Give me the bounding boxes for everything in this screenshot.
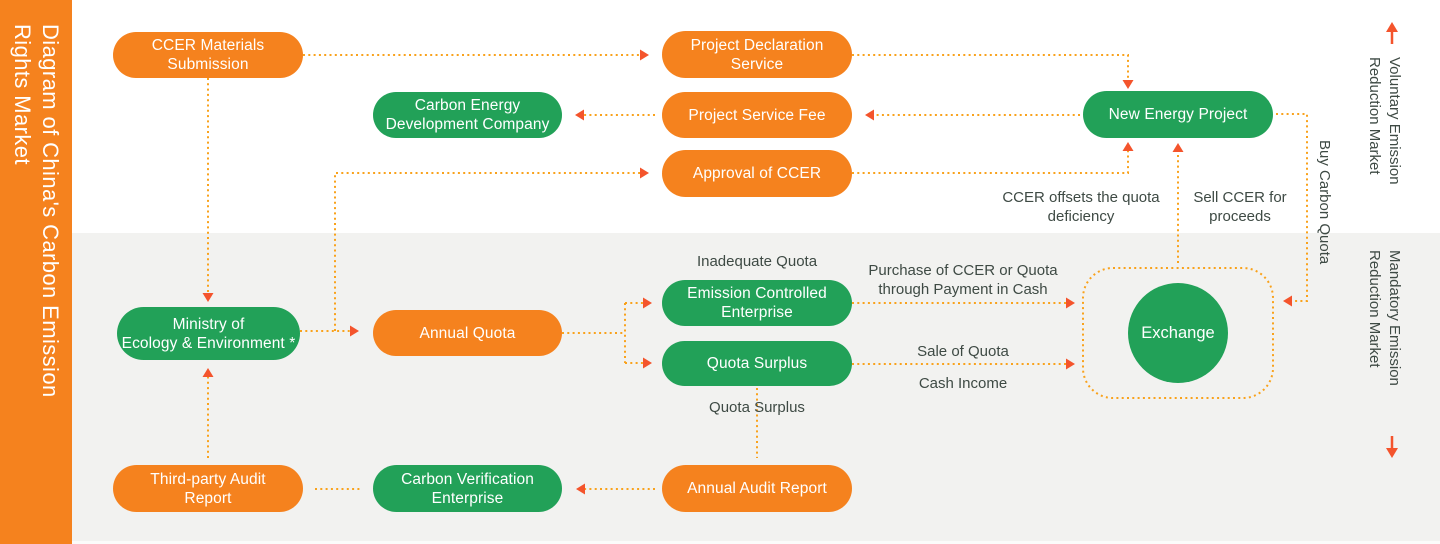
node-carbon-energy-development-company: Carbon Energy Development Company bbox=[373, 92, 562, 138]
wire-project-declaration-to-new-energy bbox=[852, 54, 1129, 80]
label-mandatory-emission-reduction-market: Mandatory Emission Reduction Market bbox=[1366, 250, 1403, 386]
label-cash-income: Cash Income bbox=[918, 375, 1008, 392]
node-annual-audit-report: Annual Audit Report bbox=[662, 465, 852, 512]
label-quota-surplus: Quota Surplus bbox=[709, 399, 805, 416]
node-third-party-audit-report: Third-party Audit Report bbox=[113, 465, 303, 512]
label-buy-carbon-quota: Buy Carbon Quota bbox=[1316, 140, 1333, 265]
label-voluntary-emission-reduction-market: Voluntary Emission Reduction Market bbox=[1366, 57, 1403, 185]
node-exchange: Exchange bbox=[1128, 283, 1228, 383]
title-sidebar: Diagram of China's Carbon Emission Right… bbox=[0, 0, 72, 544]
label-sale-of-quota: Sale of Quota bbox=[917, 343, 1009, 360]
node-ccer-materials-submission: CCER Materials Submission bbox=[113, 32, 303, 78]
wire-annual-quota-split bbox=[562, 302, 643, 364]
node-emission-controlled-enterprise: Emission Controlled Enterprise bbox=[662, 280, 852, 326]
wire-approval-ccer-to-new-energy bbox=[852, 151, 1129, 174]
label-purchase-of-ccer: Purchase of CCER or Quota through Paymen… bbox=[868, 262, 1058, 298]
label-ccer-offsets-deficiency: CCER offsets the quota deficiency bbox=[1002, 189, 1160, 225]
node-project-service-fee: Project Service Fee bbox=[662, 92, 852, 138]
label-sell-ccer-for-proceeds: Sell CCER for proceeds bbox=[1193, 189, 1287, 225]
wire-ministry-to-approval-ccer bbox=[334, 172, 640, 331]
footer-strip bbox=[0, 541, 1440, 544]
node-annual-quota: Annual Quota bbox=[373, 310, 562, 356]
arrowheads bbox=[202, 22, 1398, 495]
node-approval-of-ccer: Approval of CCER bbox=[662, 150, 852, 197]
page-title: Diagram of China's Carbon Emission Right… bbox=[10, 24, 63, 398]
node-new-energy-project: New Energy Project bbox=[1083, 91, 1273, 138]
node-ministry-of-ecology-environment: Ministry of Ecology & Environment * bbox=[117, 307, 300, 360]
node-project-declaration-service: Project Declaration Service bbox=[662, 31, 852, 78]
node-quota-surplus: Quota Surplus bbox=[662, 341, 852, 386]
label-inadequate-quota: Inadequate Quota bbox=[696, 253, 818, 270]
node-carbon-verification-enterprise: Carbon Verification Enterprise bbox=[373, 465, 562, 512]
exchange-dotted-boundary bbox=[1082, 267, 1274, 399]
